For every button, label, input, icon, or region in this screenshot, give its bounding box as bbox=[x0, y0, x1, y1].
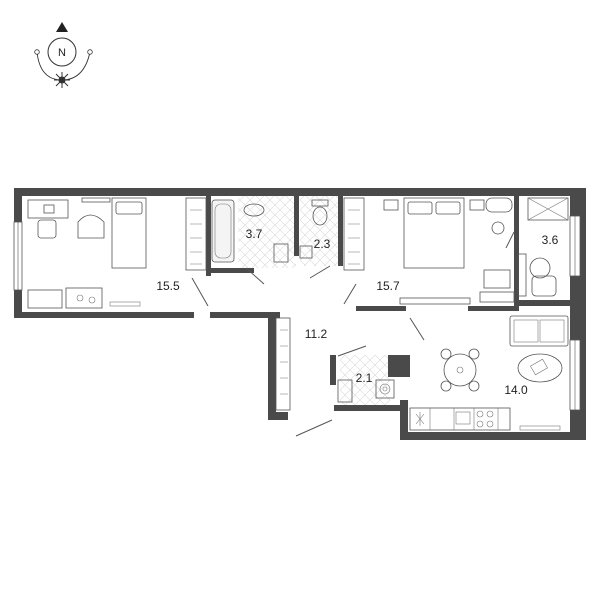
area-label-storage: 2.1 bbox=[356, 371, 373, 385]
wc-fixtures bbox=[299, 199, 331, 279]
area-label-kitchen-living: 14.0 bbox=[504, 383, 528, 397]
hallway-furniture bbox=[275, 317, 425, 437]
north-arrow-icon bbox=[56, 22, 68, 32]
area-label-bathroom: 3.7 bbox=[246, 227, 263, 241]
windows bbox=[13, 215, 581, 411]
kitchen-living-furniture bbox=[409, 315, 569, 431]
compass-circle bbox=[47, 37, 77, 67]
bathroom-fixtures bbox=[211, 199, 289, 285]
area-label-balcony: 3.6 bbox=[542, 233, 559, 247]
compass-letter: N bbox=[58, 47, 66, 59]
area-label-hallway: 11.2 bbox=[305, 327, 328, 341]
area-label-bedroom-left: 15.5 bbox=[156, 279, 180, 293]
area-label-wc: 2.3 bbox=[314, 237, 331, 251]
area-label-bedroom-right: 15.7 bbox=[376, 279, 400, 293]
compass: N bbox=[34, 22, 93, 88]
sun-icon bbox=[54, 72, 70, 88]
left-bedroom-furniture bbox=[27, 197, 209, 309]
right-bedroom-furniture bbox=[343, 197, 515, 305]
storage-fixtures bbox=[337, 379, 395, 403]
area-labels: 15.5 3.7 2.3 15.7 3.6 11.2 2.1 14.0 bbox=[156, 227, 558, 397]
balcony-furniture bbox=[517, 197, 569, 297]
